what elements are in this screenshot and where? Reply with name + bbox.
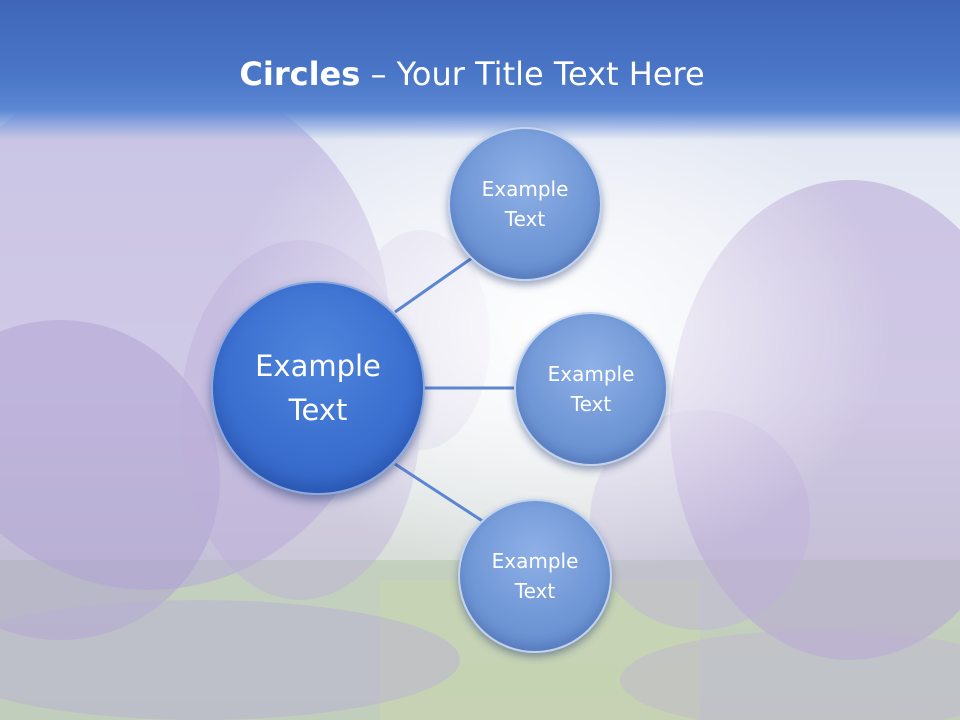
connector-bottom — [394, 462, 485, 524]
title-bar — [0, 0, 960, 140]
satellite-bottom-line1: Example — [491, 549, 579, 573]
connector-top — [394, 256, 473, 314]
satellite-circle-middle[interactable]: Example Text — [514, 312, 668, 466]
title-bold: Circles — [239, 55, 361, 93]
satellite-circle-top[interactable]: Example Text — [448, 127, 602, 281]
slide-title: Circles – Your Title Text Here — [0, 52, 944, 96]
center-circle-line2: Text — [288, 393, 348, 427]
satellite-top-line1: Example — [481, 177, 569, 201]
center-circle[interactable]: Example Text — [211, 281, 425, 495]
satellite-middle-line2: Text — [570, 392, 612, 416]
satellite-bottom-line2: Text — [514, 579, 556, 603]
title-rest: – Your Title Text Here — [360, 55, 705, 93]
satellite-top-line2: Text — [504, 207, 546, 231]
satellite-middle-line1: Example — [547, 362, 635, 386]
satellite-circle-bottom[interactable]: Example Text — [458, 499, 612, 653]
center-circle-line1: Example — [255, 349, 381, 383]
